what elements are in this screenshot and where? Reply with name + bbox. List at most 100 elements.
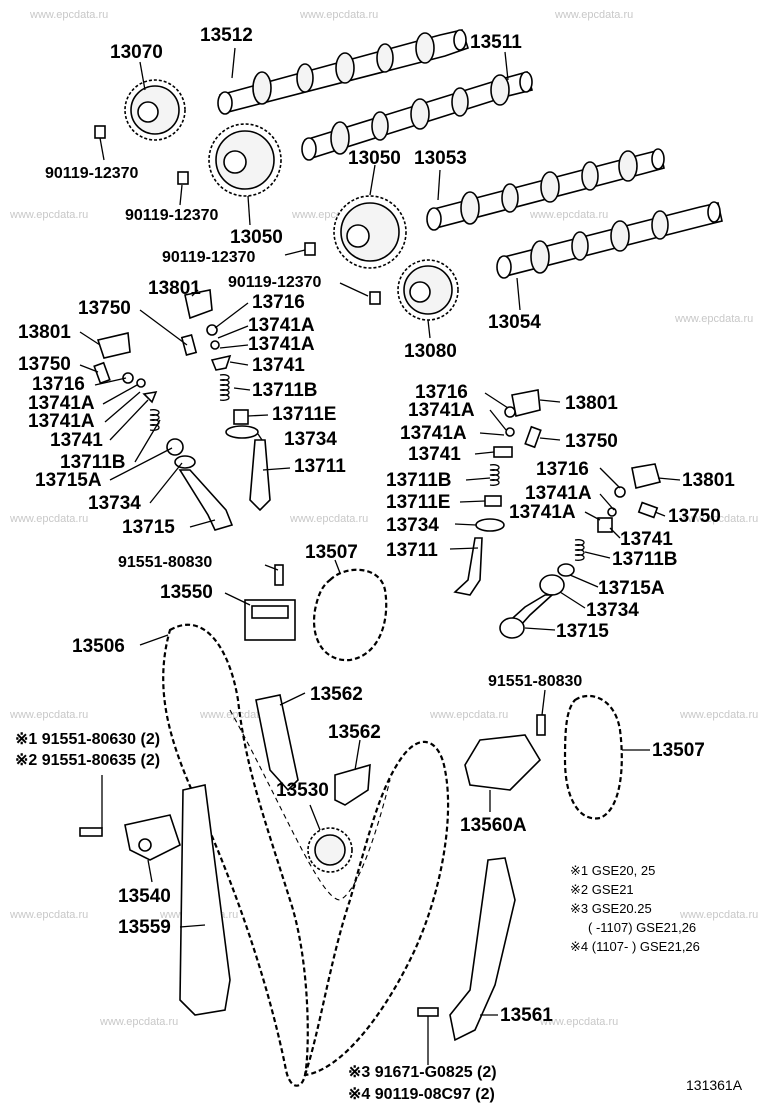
watermark: www.epcdata.ru (539, 1016, 618, 1028)
part-label-13711B: 13711B (612, 549, 678, 570)
part-label-13741A: 13741A (248, 334, 315, 355)
part-label-13801: 13801 (565, 393, 618, 414)
chain-guide-13562b (334, 763, 371, 806)
watermark: www.epcdata.ru (9, 709, 88, 721)
part-label-13512: 13512 (200, 25, 253, 46)
part-label-13715A: 13715A (35, 470, 102, 491)
part-label-bolt: 91551-80830 (488, 673, 582, 690)
valve-train-right (453, 389, 661, 639)
watermark: www.epcdata.ru (429, 709, 508, 721)
cam-sprocket-13050-top (208, 123, 282, 197)
part-label-13734: 13734 (586, 600, 639, 621)
part-label-13050: 13050 (230, 227, 283, 248)
part-label-13561: 13561 (500, 1005, 553, 1026)
camshaft-13512 (217, 29, 470, 115)
part-label-13711E: 13711E (272, 404, 336, 425)
part-label-13734: 13734 (284, 429, 337, 450)
slipper-13559 (179, 784, 231, 1016)
part-label-13540: 13540 (118, 886, 171, 907)
watermark: www.epcdata.ru (289, 513, 368, 525)
tensioner-13540 (124, 814, 181, 861)
part-label-13711B: 13711B (252, 380, 318, 401)
part-label-13715A: 13715A (598, 578, 665, 599)
part-label-13715: 13715 (556, 621, 609, 642)
vvt-gear-13080 (397, 259, 459, 321)
part-label-13560A: 13560A (460, 815, 527, 836)
cam-sprocket-13050-bottom (333, 195, 407, 269)
part-label-13741A: 13741A (248, 315, 315, 336)
camshaft-13053 (426, 148, 665, 231)
chain-tensioner-13550 (244, 599, 296, 641)
chain-guide-13562a (255, 694, 299, 792)
part-label-13750: 13750 (565, 431, 618, 452)
camshaft-13054 (496, 201, 723, 279)
part-label-13711E: 13711E (386, 492, 450, 513)
part-label-13734: 13734 (386, 515, 439, 536)
part-label-13711B: 13711B (60, 452, 126, 473)
part-label-13716: 13716 (536, 459, 589, 480)
part-label-13715: 13715 (122, 517, 175, 538)
part-label-13716: 13716 (415, 382, 468, 403)
watermark: www.epcdata.ru (554, 9, 633, 21)
part-label-bolt-x4: ※4 90119-08C97 (2) (348, 1086, 495, 1103)
part-label-13741A: 13741A (400, 423, 467, 444)
watermark-layer: www.epcdata.ru www.epcdata.ru www.epcdat… (9, 9, 758, 1028)
valve-train-left (93, 289, 271, 531)
timing-chain-13507-upper (312, 568, 388, 662)
part-label-13507: 13507 (305, 542, 358, 563)
part-label-13716: 13716 (252, 292, 305, 313)
part-label-13507: 13507 (652, 740, 705, 761)
part-label-13711B: 13711B (386, 470, 452, 491)
note-line: ※1 GSE20, 25 (570, 863, 655, 878)
watermark: www.epcdata.ru (529, 209, 608, 221)
part-label-13741A: 13741A (509, 502, 576, 523)
part-label-13562: 13562 (328, 722, 381, 743)
part-label-13750: 13750 (78, 298, 131, 319)
part-label-bolt: 90119-12370 (162, 249, 256, 266)
part-label-bolt: 91551-80830 (118, 554, 212, 571)
watermark: www.epcdata.ru (679, 709, 758, 721)
part-label-13801: 13801 (18, 322, 71, 343)
part-label-13711: 13711 (386, 540, 438, 561)
part-label-13506: 13506 (72, 636, 125, 657)
watermark: www.epcdata.ru (9, 909, 88, 921)
camshaft-13511 (301, 71, 533, 161)
part-label-13750: 13750 (668, 506, 721, 527)
guide-13561 (449, 857, 516, 1042)
note-line: ※3 GSE20.25 (570, 901, 652, 916)
watermark: www.epcdata.ru (299, 9, 378, 21)
part-label-13511: 13511 (470, 32, 522, 53)
watermark: www.epcdata.ru (679, 513, 758, 525)
part-label-13750: 13750 (18, 354, 71, 375)
part-label-13080: 13080 (404, 341, 457, 362)
timing-chain-13507-lower (563, 694, 623, 820)
part-label-13559: 13559 (118, 917, 171, 938)
watermark: www.epcdata.ru (29, 9, 108, 21)
part-label-bolt-x1: ※1 91551-80630 (2) (15, 731, 160, 748)
part-label-13741A: 13741A (28, 411, 95, 432)
part-label-13741: 13741 (620, 529, 673, 550)
bolt-icon (94, 125, 381, 305)
part-label-13530: 13530 (276, 780, 329, 801)
part-label-bolt: 90119-12370 (45, 165, 139, 182)
note-line: ※2 GSE21 (570, 882, 634, 897)
part-label-13070: 13070 (110, 42, 163, 63)
part-label-13801: 13801 (682, 470, 735, 491)
figure-code: 131361A (686, 1077, 743, 1093)
part-label-13711: 13711 (294, 456, 346, 477)
bolt-icon (79, 564, 546, 1017)
part-label-13741: 13741 (252, 355, 305, 376)
watermark: www.epcdata.ru (9, 209, 88, 221)
chain-tensioner-13560A (464, 734, 542, 791)
part-label-13562: 13562 (310, 684, 363, 705)
part-label-bolt: 90119-12370 (125, 207, 219, 224)
part-label-bolt-x2: ※2 91551-80635 (2) (15, 752, 160, 769)
part-label-13734: 13734 (88, 493, 141, 514)
watermark: www.epcdata.ru (9, 513, 88, 525)
part-label-13053: 13053 (414, 148, 467, 169)
part-label-13741A: 13741A (525, 483, 592, 504)
note-line: ( -1107) GSE21,26 (588, 920, 696, 935)
part-label-13741: 13741 (408, 444, 461, 465)
part-label-13741: 13741 (50, 430, 103, 451)
